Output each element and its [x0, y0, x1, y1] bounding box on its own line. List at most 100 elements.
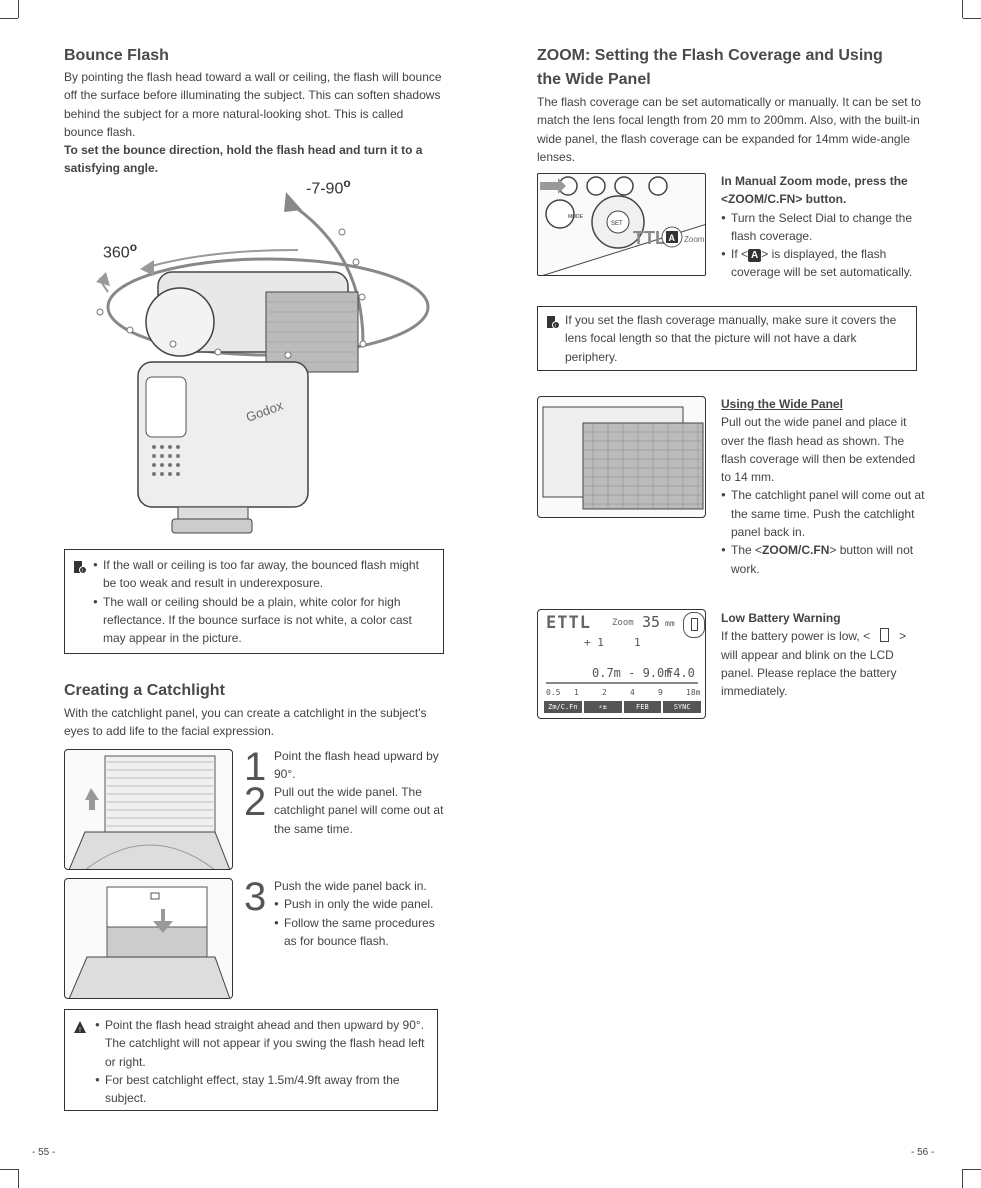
bounce-flash-body: By pointing the flash head toward a wall…	[64, 68, 444, 178]
lcd-aperture: F4.0	[666, 666, 695, 680]
zoom-body: The flash coverage can be set automatica…	[537, 95, 921, 164]
zoom-title-line: the Wide Panel	[537, 71, 651, 88]
battery-body: If the battery power is low, <> will app…	[721, 627, 926, 700]
note-icon: i	[547, 316, 560, 329]
lcd-scale-label: 1	[574, 688, 579, 697]
crop-mark	[0, 18, 18, 19]
zoom-note-text: If you set the flash coverage manually, …	[565, 313, 897, 364]
catchlight-body: With the catchlight panel, you can creat…	[64, 706, 427, 739]
horizontal-angle-label: 360o	[103, 240, 138, 262]
battery-warning-text: Low Battery Warning If the battery power…	[721, 609, 926, 700]
lcd-scale-label: 9	[658, 688, 663, 697]
step-3-text: Push the wide panel back in. Push in onl…	[274, 877, 444, 950]
lcd-zoom-value: 35	[642, 613, 661, 631]
zoom-button-figure: MODE SET TTL A Zoom	[537, 173, 706, 276]
catchlight-figure-up	[64, 749, 233, 870]
lcd-range: 0.7m - 9.0m	[592, 666, 672, 680]
step-3-item: Push in only the wide panel.	[274, 895, 444, 914]
warning-item: Point the flash head straight ahead and …	[95, 1016, 427, 1071]
step-number: 1	[244, 745, 267, 789]
step-2-text: Pull out the wide panel. The catchlight …	[274, 785, 444, 836]
svg-text:i: i	[555, 323, 556, 329]
battery-indicator-circle	[683, 612, 705, 638]
bounce-note-box: i If the wall or ceiling is too far away…	[64, 549, 444, 654]
manual-item-post: > is displayed, the flash coverage will …	[731, 247, 913, 280]
lcd-menu-item: SYNC	[663, 701, 701, 713]
manual-item-pre: If <	[731, 247, 749, 262]
horizontal-angle-value: 360	[103, 244, 130, 262]
zoom-label: Zoom	[684, 235, 705, 244]
bounce-flash-title: Bounce Flash	[64, 47, 169, 64]
lcd-scale-label: 18m	[686, 688, 701, 697]
crop-mark	[963, 1169, 981, 1170]
step-3-title: Push the wide panel back in.	[274, 879, 427, 893]
catchlight-title: Creating a Catchlight	[64, 682, 225, 699]
lcd-zoom-label: Zoom	[612, 618, 634, 628]
lcd-mode: ETTL	[546, 613, 591, 633]
wide-panel-title: Using the Wide Panel	[721, 397, 843, 411]
page-number-left: - 55 -	[32, 1147, 56, 1158]
lcd-menu-item: ⚡±	[583, 701, 622, 713]
step-3-item: Follow the same procedures as for bounce…	[274, 914, 444, 951]
zoom-title-line: ZOOM: Setting the Flash Coverage and Usi…	[537, 47, 883, 64]
manual-zoom-instructions: In Manual Zoom mode, press the <ZOOM/C.F…	[721, 172, 926, 282]
warning-item: For best catchlight effect, stay 1.5m/4.…	[95, 1071, 427, 1108]
zoom-title: ZOOM: Setting the Flash Coverage and Usi…	[537, 44, 883, 92]
lcd-group: 1	[634, 636, 641, 649]
step-1-text: Point the flash head upward by 90°.	[274, 749, 439, 782]
battery-title: Low Battery Warning	[721, 611, 841, 625]
vertical-angle-label: -7-90o	[306, 176, 351, 198]
battery-inline-icon	[880, 628, 890, 643]
battery-body-post: > will appear and blink on the LCD panel…	[721, 629, 907, 699]
warning-icon: !	[74, 1021, 86, 1034]
set-label: SET	[611, 221, 623, 227]
page-number-right: - 56 -	[911, 1147, 935, 1158]
lcd-menu-item: Zm/C.Fn	[544, 701, 582, 713]
bounce-body-text: By pointing the flash head toward a wall…	[64, 70, 442, 139]
lcd-menu-item: FEB	[623, 701, 662, 713]
wide-item-pre: The <	[731, 543, 763, 558]
vertical-angle-value: -7-90	[306, 180, 344, 198]
wide-item-post: > button will not work.	[731, 543, 914, 576]
catchlight-figure-push	[64, 878, 233, 999]
catchlight-warning-box: ! Point the flash head straight ahead an…	[64, 1009, 438, 1111]
note-icon: i	[74, 561, 87, 574]
crop-mark	[962, 1169, 963, 1188]
step-number: 2	[244, 780, 267, 824]
lcd-scale-label: 2	[602, 688, 607, 697]
lcd-scale-label: 4	[630, 688, 635, 697]
wide-panel-body: Pull out the wide panel and place it ove…	[721, 415, 916, 485]
manual-zoom-item: If <A> is displayed, the flash coverage …	[721, 245, 926, 282]
battery-body-pre: If the battery power is low, <	[721, 629, 871, 644]
lcd-fec: + 1	[584, 636, 604, 649]
mode-label: MODE	[568, 214, 584, 220]
bounce-bold-text: To set the bounce direction, hold the fl…	[64, 143, 423, 176]
battery-icon	[691, 618, 698, 631]
lcd-scale-label: 0.5	[546, 688, 561, 697]
ttl-label: TTL	[633, 228, 666, 248]
crop-mark	[963, 18, 981, 19]
manual-zoom-bold: In Manual Zoom mode, press the <ZOOM/C.F…	[721, 174, 908, 207]
svg-text:!: !	[79, 1027, 81, 1034]
auto-a-label: A	[669, 233, 676, 243]
wide-panel-figure	[537, 396, 706, 518]
bounce-note-item: If the wall or ceiling is too far away, …	[93, 556, 433, 593]
wide-panel-item: The catchlight panel will come out at th…	[721, 486, 926, 541]
crop-mark	[18, 1169, 19, 1188]
lcd-panel-figure: ETTL Zoom 35 mm + 1 1 0.7m - 9.0m F4.0 0…	[537, 609, 706, 719]
crop-mark	[0, 1169, 18, 1170]
wide-item-bold: ZOOM/C.FN	[762, 543, 830, 558]
manual-zoom-item: Turn the Select Dial to change the flash…	[721, 209, 926, 246]
lcd-zoom-unit: mm	[665, 619, 675, 628]
step-number: 3	[244, 875, 267, 919]
auto-zoom-icon: A	[748, 249, 762, 263]
lcd-scale: 0.5 1 2 4 9 18m	[546, 688, 701, 698]
bounce-flash-illustration: Godox	[96, 192, 430, 534]
bounce-note-item: The wall or ceiling should be a plain, w…	[93, 593, 433, 648]
zoom-note-box: i If you set the flash coverage manually…	[537, 306, 917, 371]
lcd-scale-bar	[546, 682, 698, 686]
crop-mark	[18, 0, 19, 18]
wide-panel-item: The <ZOOM/C.FN> button will not work.	[721, 541, 926, 578]
svg-text:i: i	[82, 568, 83, 574]
